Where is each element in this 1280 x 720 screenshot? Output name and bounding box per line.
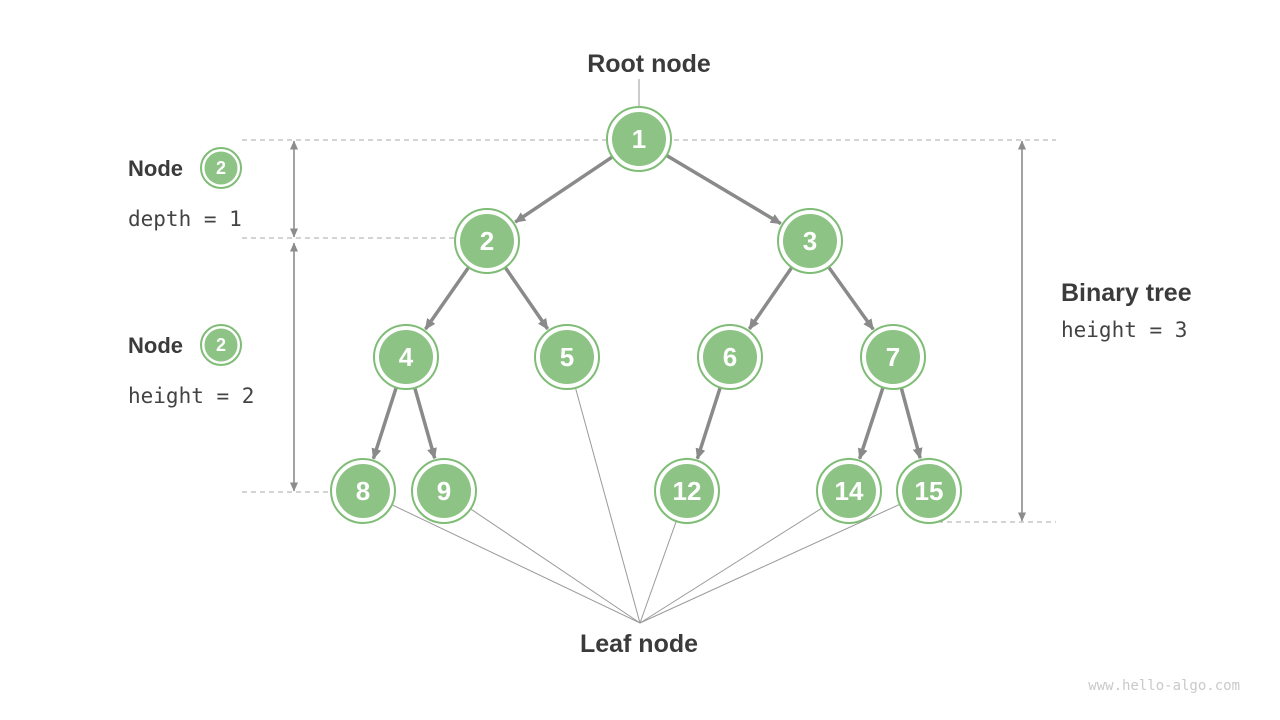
leaf-line-5 xyxy=(566,356,641,624)
tree-edge-4-8 xyxy=(371,384,399,460)
tree-edge-3-7 xyxy=(825,263,875,331)
node-depth-annotation: Node 2 depth = 1 xyxy=(128,147,242,231)
tree-height-measure-label: height = 3 xyxy=(1061,318,1187,342)
node-disk xyxy=(660,464,714,518)
tree-node-8: 8 xyxy=(330,458,396,524)
height-measure-label: height = 2 xyxy=(128,384,254,408)
tree-height-annotation: Binary tree height = 3 xyxy=(1061,279,1192,342)
tree-node-5: 5 xyxy=(534,324,600,390)
depth-measure-label: depth = 1 xyxy=(128,207,242,231)
node-badge-value: 2 xyxy=(216,335,226,355)
node-value: 15 xyxy=(915,476,944,506)
node-disk xyxy=(703,330,757,384)
tree-node-2: 2 xyxy=(454,208,520,274)
tree-node-1: 1 xyxy=(606,106,672,172)
tree-node-14: 14 xyxy=(816,458,882,524)
tree-edge-6-12 xyxy=(695,384,723,460)
node-label: Node xyxy=(128,333,183,358)
node-disk xyxy=(822,464,876,518)
node-disk xyxy=(379,330,433,384)
tree-node-9: 9 xyxy=(411,458,477,524)
binary-tree-label: Binary tree xyxy=(1061,279,1192,307)
node-disk xyxy=(460,214,514,268)
node-disk xyxy=(336,464,390,518)
node-value: 7 xyxy=(886,342,900,372)
tree-edge-1-2 xyxy=(514,153,616,224)
tree-edge-7-15 xyxy=(898,384,923,460)
tree-node-15: 15 xyxy=(896,458,962,524)
node-badge-value: 2 xyxy=(216,158,226,178)
node-value: 14 xyxy=(835,476,864,506)
tree-edge-1-3 xyxy=(663,152,782,226)
node-label: Node xyxy=(128,156,183,181)
node-value: 1 xyxy=(632,124,646,154)
node-value: 3 xyxy=(803,226,817,256)
tree-edges xyxy=(371,152,923,460)
tree-node-7: 7 xyxy=(860,324,926,390)
tree-edge-4-9 xyxy=(412,384,437,460)
tree-edge-7-14 xyxy=(857,384,886,460)
node-disk xyxy=(417,464,471,518)
node-badge xyxy=(204,151,238,185)
node-value: 12 xyxy=(673,476,702,506)
node-disk xyxy=(783,214,837,268)
leaf-line-14 xyxy=(639,490,850,624)
tree-node-6: 6 xyxy=(697,324,763,390)
node-disk xyxy=(612,112,666,166)
node-value: 8 xyxy=(356,476,370,506)
node-height-annotation: Node 2 height = 2 xyxy=(128,324,254,408)
tree-edge-2-5 xyxy=(502,263,550,331)
node-value: 2 xyxy=(480,226,494,256)
node-badge xyxy=(204,328,238,362)
root-node-label: Root node xyxy=(587,50,711,78)
node-disk xyxy=(540,330,594,384)
node-disk xyxy=(866,330,920,384)
node-value: 4 xyxy=(399,342,414,372)
watermark: www.hello-algo.com xyxy=(1088,678,1240,694)
leaf-line-9 xyxy=(443,490,641,624)
tree-edge-3-6 xyxy=(747,263,795,331)
tree-node-4: 4 xyxy=(373,324,439,390)
tree-node-3: 3 xyxy=(777,208,843,274)
leaf-line-8 xyxy=(362,490,641,624)
node-value: 9 xyxy=(437,476,451,506)
tree-edge-2-4 xyxy=(424,263,472,331)
node-value: 5 xyxy=(560,342,574,372)
leaf-node-label: Leaf node xyxy=(580,630,698,658)
node-disk xyxy=(902,464,956,518)
leaf-line-15 xyxy=(639,490,930,624)
node-value: 6 xyxy=(723,342,737,372)
tree-node-12: 12 xyxy=(654,458,720,524)
